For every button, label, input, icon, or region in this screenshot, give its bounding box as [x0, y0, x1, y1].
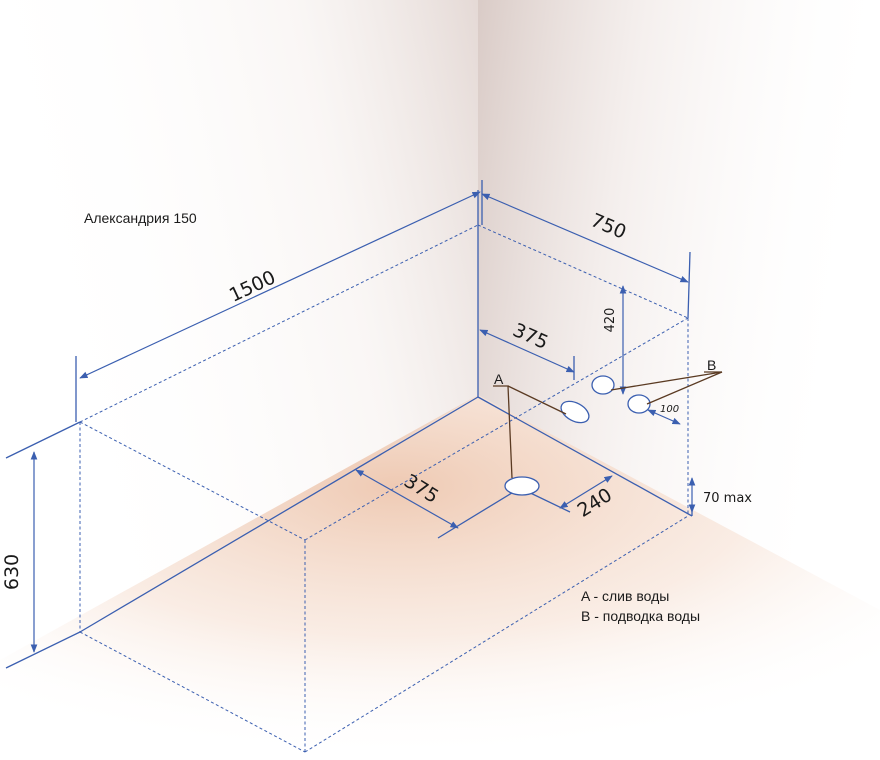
supply-hole-2 — [627, 394, 651, 414]
dim-375-floor-line — [355, 469, 459, 529]
marker-b-label: B — [707, 357, 716, 373]
leader-b-1 — [610, 371, 723, 391]
leader-a-branch — [507, 385, 567, 415]
leader-b-2 — [646, 371, 723, 405]
dim-1500-line — [79, 191, 481, 379]
diagram-title: Александрия 150 — [84, 210, 197, 226]
legend: A - слив воды B - подводка воды — [581, 588, 700, 624]
dim-630-label: 630 — [1, 554, 23, 590]
right-wall-shade — [478, 0, 880, 610]
floor-drain-line-1 — [437, 487, 521, 539]
drain-hole-wall — [560, 400, 590, 424]
floor-shade — [0, 395, 880, 760]
dim-420-label: 420 — [603, 308, 618, 333]
floor-line-right — [477, 396, 693, 517]
floor-line-left — [79, 396, 479, 633]
supply-hole-1 — [591, 375, 615, 395]
dim-100-label: 100 — [660, 404, 679, 415]
ext-line-630-bottom — [5, 631, 81, 669]
dim-100-line — [647, 409, 681, 425]
marker-a-label: A — [494, 371, 504, 387]
legend-item-b: B - подводка воды — [581, 608, 700, 624]
dim-375-wall-line — [479, 329, 575, 373]
legend-item-a: A - слив воды — [581, 588, 669, 604]
drain-hole-floor — [504, 476, 540, 496]
dim-750-line — [481, 193, 689, 283]
ext-line-right — [687, 251, 691, 319]
dim-240-line — [559, 475, 613, 509]
ext-line-630-top — [5, 421, 81, 459]
dim-70-label: 70 max — [703, 491, 752, 506]
